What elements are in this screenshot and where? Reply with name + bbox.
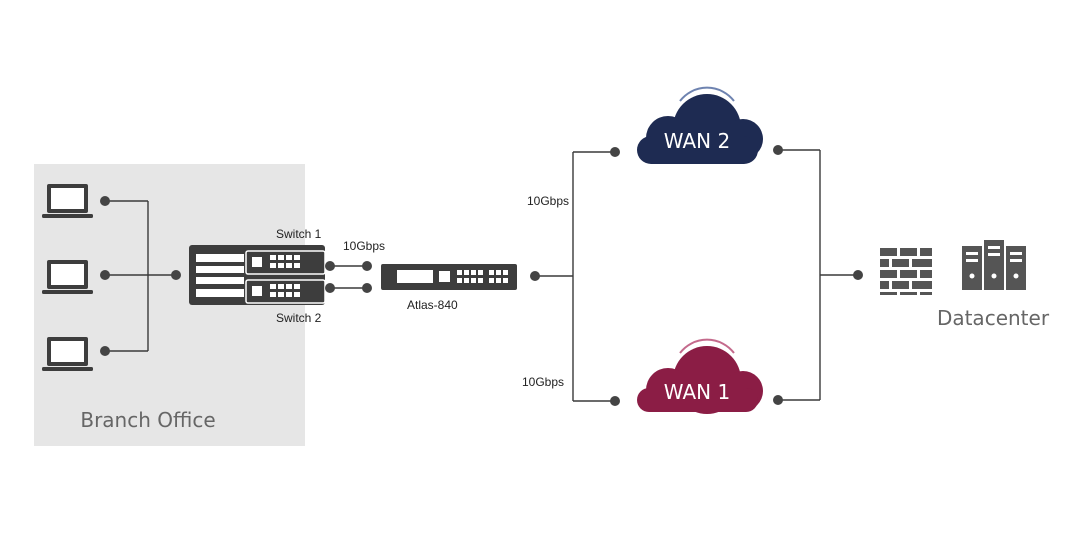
datacenter-links [773,145,863,405]
switch-link-speed-label: 10Gbps [343,239,385,253]
wan2-label: WAN 2 [664,129,730,153]
switch-stack-icon [189,245,326,305]
wan2-cloud: WAN 2 [637,86,763,164]
router-device-icon [381,264,517,290]
wan1-label: WAN 1 [664,380,730,404]
wan1-speed-label: 10Gbps [522,375,564,389]
switch-to-atlas-links [325,261,372,293]
wan2-speed-label: 10Gbps [527,194,569,208]
switch-1-label: Switch 1 [276,227,322,241]
firewall-icon [880,248,932,295]
branch-office-label: Branch Office [80,408,215,432]
wan1-cloud: WAN 1 [637,338,763,414]
server-rack-icon [962,240,1026,290]
wan-links [530,147,620,406]
laptop-icon [42,260,93,294]
datacenter-label: Datacenter [937,306,1050,330]
switch-2-label: Switch 2 [276,311,322,325]
laptop-icon [42,337,93,371]
atlas-label: Atlas-840 [407,298,458,312]
laptop-connectors [100,196,181,356]
laptop-icon [42,184,93,218]
